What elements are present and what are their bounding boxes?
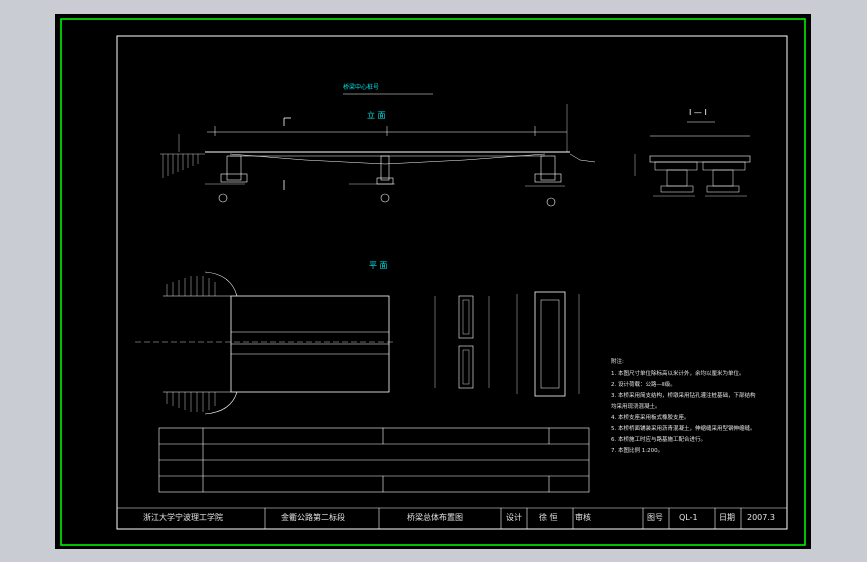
note-line: 4. 本桥支座采用板式橡胶支座。 — [611, 415, 690, 421]
section-view — [634, 121, 751, 197]
elevation-view — [160, 93, 596, 207]
cad-viewport[interactable]: 桥梁中心桩号 立 面 平 面 I — I 附注: 1. 本图尺寸单位除标高以米计… — [55, 14, 811, 549]
checker-name: 徐 恒 — [539, 513, 558, 522]
school-name: 浙江大学宁波理工学院 — [143, 513, 223, 522]
note-line: 均采用现浇混凝土。 — [611, 404, 661, 410]
drawing-name: 桥梁总体布置图 — [407, 513, 463, 522]
outer-frame — [60, 18, 806, 546]
date-value: 2007.3 — [747, 513, 775, 522]
review-label: 审核 — [575, 513, 591, 522]
note-line: 1. 本图尺寸单位除标高以米计外，余均以厘米为单位。 — [611, 371, 745, 377]
inner-frame — [116, 35, 788, 530]
note-line: 3. 本桥采用简支结构，桥墩采用钻孔灌注桩基础，下部结构 — [611, 393, 756, 399]
note-line: 7. 本图比例 1:200。 — [611, 448, 664, 454]
note-line: 5. 本桥桥面铺装采用沥青混凝土，伸缩缝采用型钢伸缩缝。 — [611, 426, 756, 432]
data-table — [158, 427, 590, 493]
plan-title: 平 面 — [369, 261, 388, 270]
section-title: I — I — [689, 108, 707, 117]
drawing-no-label: 图号 — [647, 513, 663, 522]
plan-view — [135, 271, 580, 415]
project-name: 金衢公路第二标段 — [281, 513, 345, 522]
drawing-no: QL-1 — [679, 513, 698, 522]
bridge-drawing — [60, 18, 806, 546]
notes-heading: 附注: — [611, 359, 624, 365]
design-label: 设计 — [506, 513, 522, 522]
note-line: 2. 设计荷载：公路—Ⅱ级。 — [611, 382, 676, 388]
elevation-title: 立 面 — [367, 111, 386, 120]
bridge-center-label: 桥梁中心桩号 — [343, 84, 380, 91]
note-line: 6. 本桥施工时应与路基施工配合进行。 — [611, 437, 706, 443]
date-label: 日期 — [719, 513, 735, 522]
title-block — [117, 507, 787, 529]
